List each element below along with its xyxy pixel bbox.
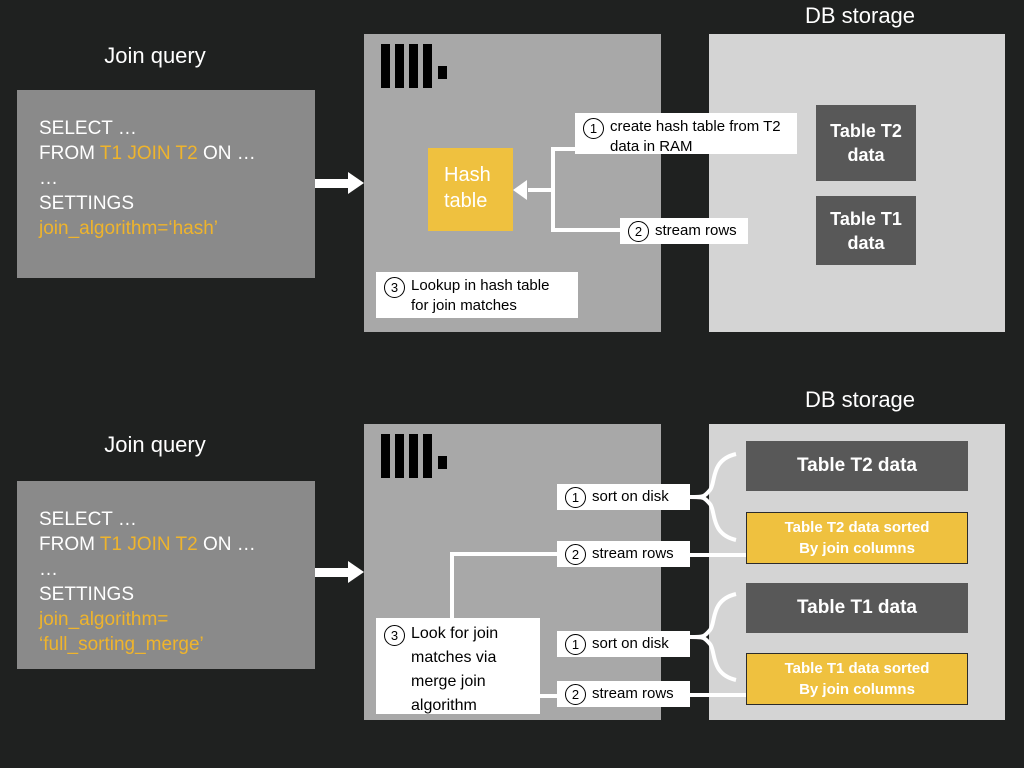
- step-number-badge: 3: [384, 625, 405, 646]
- merge-join-line-stream-t2: [690, 553, 750, 557]
- step-number-badge: 2: [565, 683, 586, 705]
- hash-join-query-text: SELECT … FROM T1 JOIN T2 ON … … SETTINGS…: [39, 116, 256, 241]
- merge-join-table-t2-sorted-line2: By join columns: [799, 540, 915, 557]
- merge-join-stream-t2-callout: 2 stream rows: [557, 541, 690, 567]
- merge-join-sort-brace-t2: [689, 452, 737, 542]
- hash-join-storage-panel: [709, 34, 1005, 332]
- sql-on: ON …: [197, 534, 256, 555]
- sql-line-from: FROM: [39, 534, 100, 555]
- hash-join-step-1-callout: 1 create hash table from T2 data in RAM: [575, 113, 797, 155]
- merge-join-table-t1-sorted-line1: Table T1 data sorted: [784, 660, 930, 677]
- sql-line-ellipsis: …: [39, 559, 59, 580]
- step-text: stream rows: [655, 222, 737, 239]
- hash-join-connector-bottom: [551, 228, 641, 232]
- hash-table-label-line1: Hash: [444, 164, 491, 186]
- step-text: sort on disk: [592, 488, 669, 505]
- merge-join-table-t1-sorted-line2: By join columns: [799, 681, 915, 698]
- hash-join-table-t1-box: Table T1 data: [816, 196, 916, 265]
- merge-join-sort-brace-t1: [689, 592, 737, 682]
- merge-join-table-t2-sorted-box: Table T2 data sorted By join columns: [746, 512, 968, 564]
- merge-join-connector-vertical: [450, 552, 454, 652]
- hash-table-box: Hash table: [428, 148, 513, 231]
- step-number-badge: 1: [583, 118, 604, 139]
- step-text: Look for join matches via merge join alg…: [411, 625, 499, 714]
- hash-join-flow-arrow-head: [348, 172, 364, 194]
- merge-join-flow-arrow-head: [348, 561, 364, 583]
- clickhouse-logo-icon: [381, 434, 451, 478]
- hash-join-query-heading: Join query: [104, 43, 206, 68]
- merge-join-table-t2-label: Table T2 data: [796, 455, 917, 476]
- step-text: create hash table from T2 data in RAM: [610, 118, 781, 155]
- hash-join-table-t2-box: Table T2 data: [816, 105, 916, 181]
- sql-line-select: SELECT …: [39, 509, 137, 530]
- merge-join-table-t2-sorted-line1: Table T2 data sorted: [784, 519, 930, 536]
- hash-join-step-2-callout: 2 stream rows: [620, 218, 748, 244]
- merge-join-query-heading: Join query: [104, 432, 206, 457]
- sql-line-settings: SETTINGS: [39, 584, 135, 605]
- hash-join-step-3-callout: 3 Lookup in hash table for join matches: [376, 272, 578, 318]
- merge-join-query-box: SELECT … FROM T1 JOIN T2 ON … … SETTINGS…: [17, 481, 315, 669]
- hash-join-connector-arrow-line: [528, 188, 553, 192]
- merge-join-line-stream-t1: [690, 693, 750, 697]
- sql-line-from: FROM: [39, 143, 100, 164]
- merge-join-connector-horizontal-top: [450, 552, 570, 556]
- hash-join-table-t1-line2: data: [847, 232, 885, 253]
- step-text: Lookup in hash table for join matches: [411, 277, 550, 314]
- sql-line-select: SELECT …: [39, 118, 137, 139]
- step-text: sort on disk: [592, 635, 669, 652]
- sql-tables: T1 JOIN T2: [99, 534, 198, 555]
- merge-join-table-t2-box: Table T2 data: [746, 441, 968, 491]
- sql-line-join-algorithm: join_algorithm=‘hash’: [39, 218, 219, 239]
- hash-join-flow-arrow-shaft: [315, 179, 351, 188]
- step-number-badge: 1: [565, 633, 586, 655]
- merge-join-sort-t1-callout: 1 sort on disk: [557, 631, 690, 657]
- merge-join-table-t1-label: Table T1 data: [796, 597, 917, 618]
- merge-join-table-t1-box: Table T1 data: [746, 583, 968, 633]
- hash-join-table-t2-line2: data: [847, 145, 885, 165]
- step-number-badge: 3: [384, 277, 405, 298]
- merge-join-query-text: SELECT … FROM T1 JOIN T2 ON … … SETTINGS…: [39, 507, 256, 657]
- hash-join-connector-arrow-head: [513, 180, 527, 200]
- step-number-badge: 2: [565, 543, 586, 565]
- hash-join-table-t1-line1: Table T1: [830, 208, 902, 229]
- hash-join-connector-spine: [551, 147, 555, 232]
- step-number-badge: 1: [565, 486, 586, 508]
- step-number-badge: 2: [628, 220, 649, 242]
- step-text: stream rows: [592, 545, 674, 562]
- step-text: stream rows: [592, 685, 674, 702]
- sql-line-settings: SETTINGS: [39, 193, 135, 214]
- merge-join-flow-arrow-shaft: [315, 568, 351, 577]
- merge-join-step-3-callout: 3 Look for join matches via merge join a…: [376, 618, 540, 714]
- hash-join-query-box: SELECT … FROM T1 JOIN T2 ON … … SETTINGS…: [17, 90, 315, 278]
- hash-join-connector-top: [551, 147, 591, 151]
- sql-line-ellipsis: …: [39, 168, 59, 189]
- merge-join-table-t1-sorted-box: Table T1 data sorted By join columns: [746, 653, 968, 705]
- hash-join-storage-heading: DB storage: [804, 3, 916, 28]
- sql-tables: T1 JOIN T2: [99, 143, 198, 164]
- sql-on: ON …: [197, 143, 256, 164]
- sql-line-join-algorithm-value: ‘full_sorting_merge’: [39, 634, 204, 655]
- sql-line-join-algorithm: join_algorithm=: [39, 609, 169, 630]
- hash-join-table-t2-line1: Table T2: [830, 121, 902, 141]
- merge-join-stream-t1-callout: 2 stream rows: [557, 681, 690, 707]
- clickhouse-logo-icon: [381, 44, 451, 88]
- merge-join-connector-horizontal-bottom: [536, 694, 576, 698]
- merge-join-storage-heading: DB storage: [804, 387, 916, 412]
- merge-join-sort-t2-callout: 1 sort on disk: [557, 484, 690, 510]
- hash-table-label-line2: table: [444, 190, 488, 212]
